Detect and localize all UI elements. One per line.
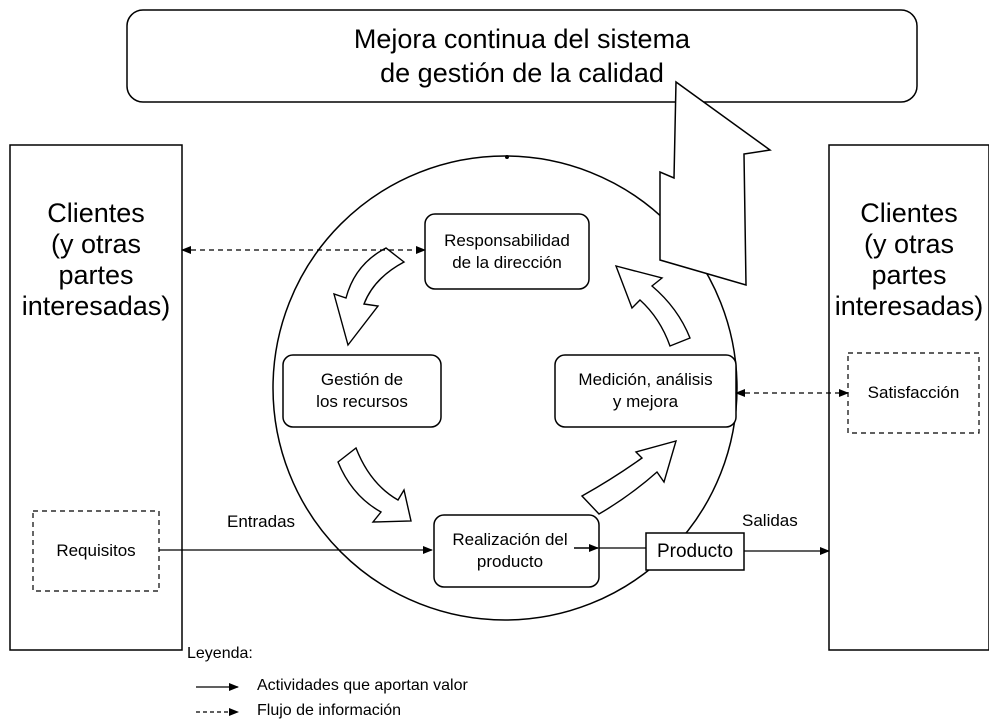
title-box [126, 9, 918, 103]
right-client-line-2: (y otras [863, 229, 955, 259]
left-client-line-3: partes [58, 260, 134, 290]
left-client-label: Clientes (y otras partes interesadas) [10, 190, 182, 330]
entradas-label: Entradas [227, 512, 296, 531]
left-client-line-2: (y otras [50, 229, 142, 259]
cycle-arrow-1 [332, 247, 406, 347]
right-client-line-1: Clientes [860, 198, 958, 228]
legend-dashed-label: Flujo de información [257, 702, 402, 719]
satisfaccion-label: Satisfacción [867, 383, 960, 402]
gestion-label: Gestión de los recursos [283, 355, 441, 427]
box-gestion [282, 354, 442, 428]
realizacion-line-1: Realización del [452, 530, 568, 549]
medicion-line-2: y mejora [612, 392, 679, 411]
cycle-arrow-3 [580, 439, 678, 515]
cycle-arrow-2 [337, 446, 412, 523]
producto-box [645, 532, 745, 571]
process-circle [272, 155, 738, 621]
title-text: Mejora continua del sistema de gestión d… [127, 10, 917, 102]
requisitos-box [32, 510, 160, 592]
improvement-arrow [659, 80, 772, 287]
circle-top-dot [505, 155, 509, 159]
right-client-label: Clientes (y otras partes interesadas) [818, 190, 989, 330]
left-client-line-1: Clientes [47, 198, 145, 228]
gestion-line-2: los recursos [316, 392, 408, 411]
box-realizacion [433, 514, 600, 588]
cycle-arrow-4 [614, 264, 691, 347]
responsabilidad-line-2: de la dirección [452, 252, 562, 272]
right-client-line-3: partes [871, 260, 947, 290]
legend-solid-label: Actividades que aportan valor [257, 677, 468, 694]
right-client-box [828, 144, 989, 651]
right-client-line-4: interesadas) [834, 291, 984, 321]
realizacion-line-2: producto [476, 552, 544, 571]
gestion-line-1: Gestión de [320, 370, 404, 389]
producto-label: Producto [656, 540, 734, 562]
medicion-label: Medición, análisis y mejora [555, 355, 736, 427]
responsabilidad-line-1: Responsabilidad [444, 230, 570, 250]
responsabilidad-label: Responsabilidad de la dirección [425, 214, 589, 289]
requisitos-label: Requisitos [56, 541, 136, 560]
title-line-2: de gestión de la calidad [380, 58, 664, 88]
realizacion-label: Realización del producto [434, 515, 586, 587]
medicion-line-1: Medición, análisis [578, 370, 713, 389]
left-client-line-4: interesadas) [21, 291, 171, 321]
title-line-1: Mejora continua del sistema [353, 24, 691, 54]
salidas-label: Salidas [742, 511, 798, 530]
legend-title: Leyenda: [187, 645, 253, 662]
